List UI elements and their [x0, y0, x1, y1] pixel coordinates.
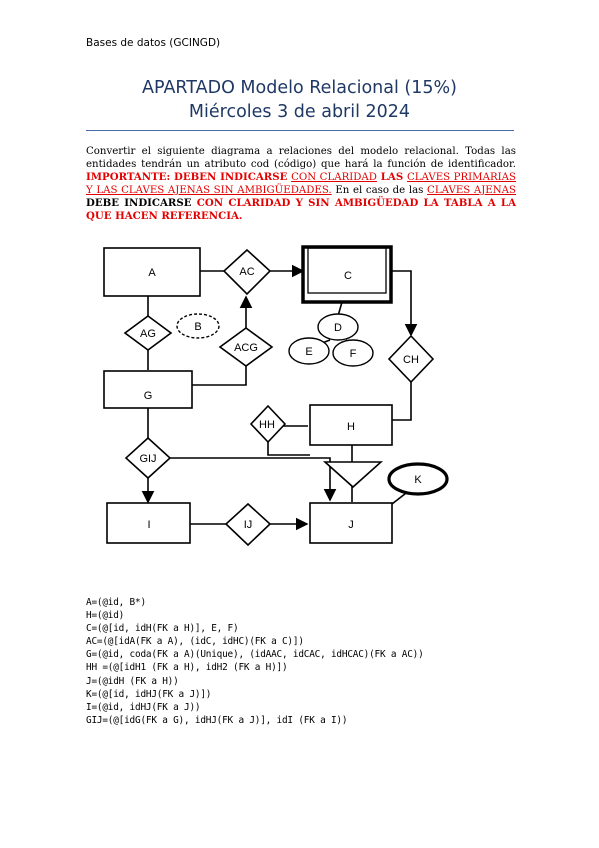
link-hh-h-bottom — [267, 441, 310, 456]
relationship-hh — [249, 404, 287, 444]
link-ch-h — [392, 382, 412, 421]
important-text-h: CON CLARIDAD Y SIN AMBIGÜEDAD LA TABLA A… — [86, 197, 516, 222]
label-k: K — [414, 474, 422, 486]
label-i: I — [147, 519, 150, 531]
page-title: APARTADO Modelo Relacional (15%) — [142, 78, 457, 98]
schema-line: C=(@[id, idH(FK a H)], E, F) — [86, 623, 239, 635]
isa-triangle — [322, 461, 384, 489]
label-b: B — [194, 321, 201, 333]
label-d: D — [334, 322, 342, 334]
label-e: E — [305, 346, 312, 358]
label-g: G — [144, 390, 153, 402]
relational-schema: A=(@id, B*) H=(@id) C=(@[id, idH(FK a H)… — [86, 596, 424, 727]
important-text-d: CLAVES PRIMARIAS Y LAS CLAVES AJENAS SIN… — [86, 172, 516, 196]
relationship-ag — [123, 315, 173, 351]
link-g-acg — [192, 366, 247, 386]
entity-j — [309, 502, 393, 544]
schema-line: J=(@idH (FK a H)) — [86, 675, 179, 687]
label-a: A — [148, 267, 156, 279]
schema-line: K=(@[id, idHJ(FK a J)]) — [86, 688, 212, 700]
entity-c-inner — [307, 247, 387, 294]
label-ac: AC — [239, 266, 254, 278]
entity-k — [387, 462, 449, 496]
important-text-e: En el caso de las — [331, 185, 428, 196]
label-hh: HH — [259, 419, 275, 431]
schema-line: AC=(@[idA(FK a A), (idC, idHC)(FK a C)]) — [86, 636, 304, 648]
page-date: Miércoles 3 de abril 2024 — [188, 102, 411, 122]
label-ij: IJ — [244, 519, 253, 531]
important-text-b: CON CLARIDAD — [291, 172, 377, 183]
schema-line: A=(@id, B*) — [86, 597, 146, 608]
attribute-b — [176, 313, 220, 339]
course-header: Bases de datos (GCINGD) — [86, 37, 221, 49]
attribute-d — [317, 313, 359, 341]
relationship-ch — [387, 334, 435, 384]
important-label: IMPORTANTE: — [86, 171, 171, 183]
schema-line: HH =(@[idH1 (FK a H), idH2 (FK a H)]) — [86, 662, 288, 674]
relationship-ac — [222, 248, 272, 296]
label-c: C — [344, 270, 352, 282]
label-j: J — [348, 519, 354, 531]
label-h: H — [347, 421, 355, 433]
link-c-ch — [390, 270, 418, 337]
title-divider — [86, 130, 514, 131]
label-gij: GIJ — [139, 453, 156, 465]
label-acg: ACG — [234, 342, 258, 354]
entity-a — [103, 247, 201, 297]
label-ag: AG — [140, 328, 156, 340]
schema-line: GIJ=(@[idG(FK a G), idHJ(FK a J)], idI (… — [86, 714, 348, 726]
relationship-acg — [218, 327, 274, 367]
label-ch: CH — [403, 354, 419, 366]
important-text-g: DEBE INDICARSE — [86, 197, 197, 209]
important-text-c: LAS — [376, 171, 407, 183]
important-text-a: DEBEN INDICARSE — [170, 171, 292, 183]
entity-i — [106, 502, 191, 544]
link-gij-j — [170, 457, 337, 502]
schema-line: H=(@id) — [86, 610, 125, 622]
instructions-text: Convertir el siguiente diagrama a relaci… — [86, 146, 516, 170]
entity-g — [103, 370, 193, 409]
schema-line: G=(@id, coda(FK a A)(Unique), (idAAC, id… — [86, 649, 424, 661]
important-text-f: CLAVES AJENAS — [427, 185, 516, 196]
attribute-e — [288, 337, 330, 365]
schema-line: I=(@id, idHJ(FK a J)) — [86, 701, 201, 713]
entity-h — [309, 404, 393, 446]
label-f: F — [350, 348, 357, 360]
relationship-ij — [224, 502, 272, 547]
relationship-gij — [124, 436, 172, 480]
instructions: Convertir el siguiente diagrama a relaci… — [86, 145, 516, 223]
attribute-f — [332, 339, 374, 367]
